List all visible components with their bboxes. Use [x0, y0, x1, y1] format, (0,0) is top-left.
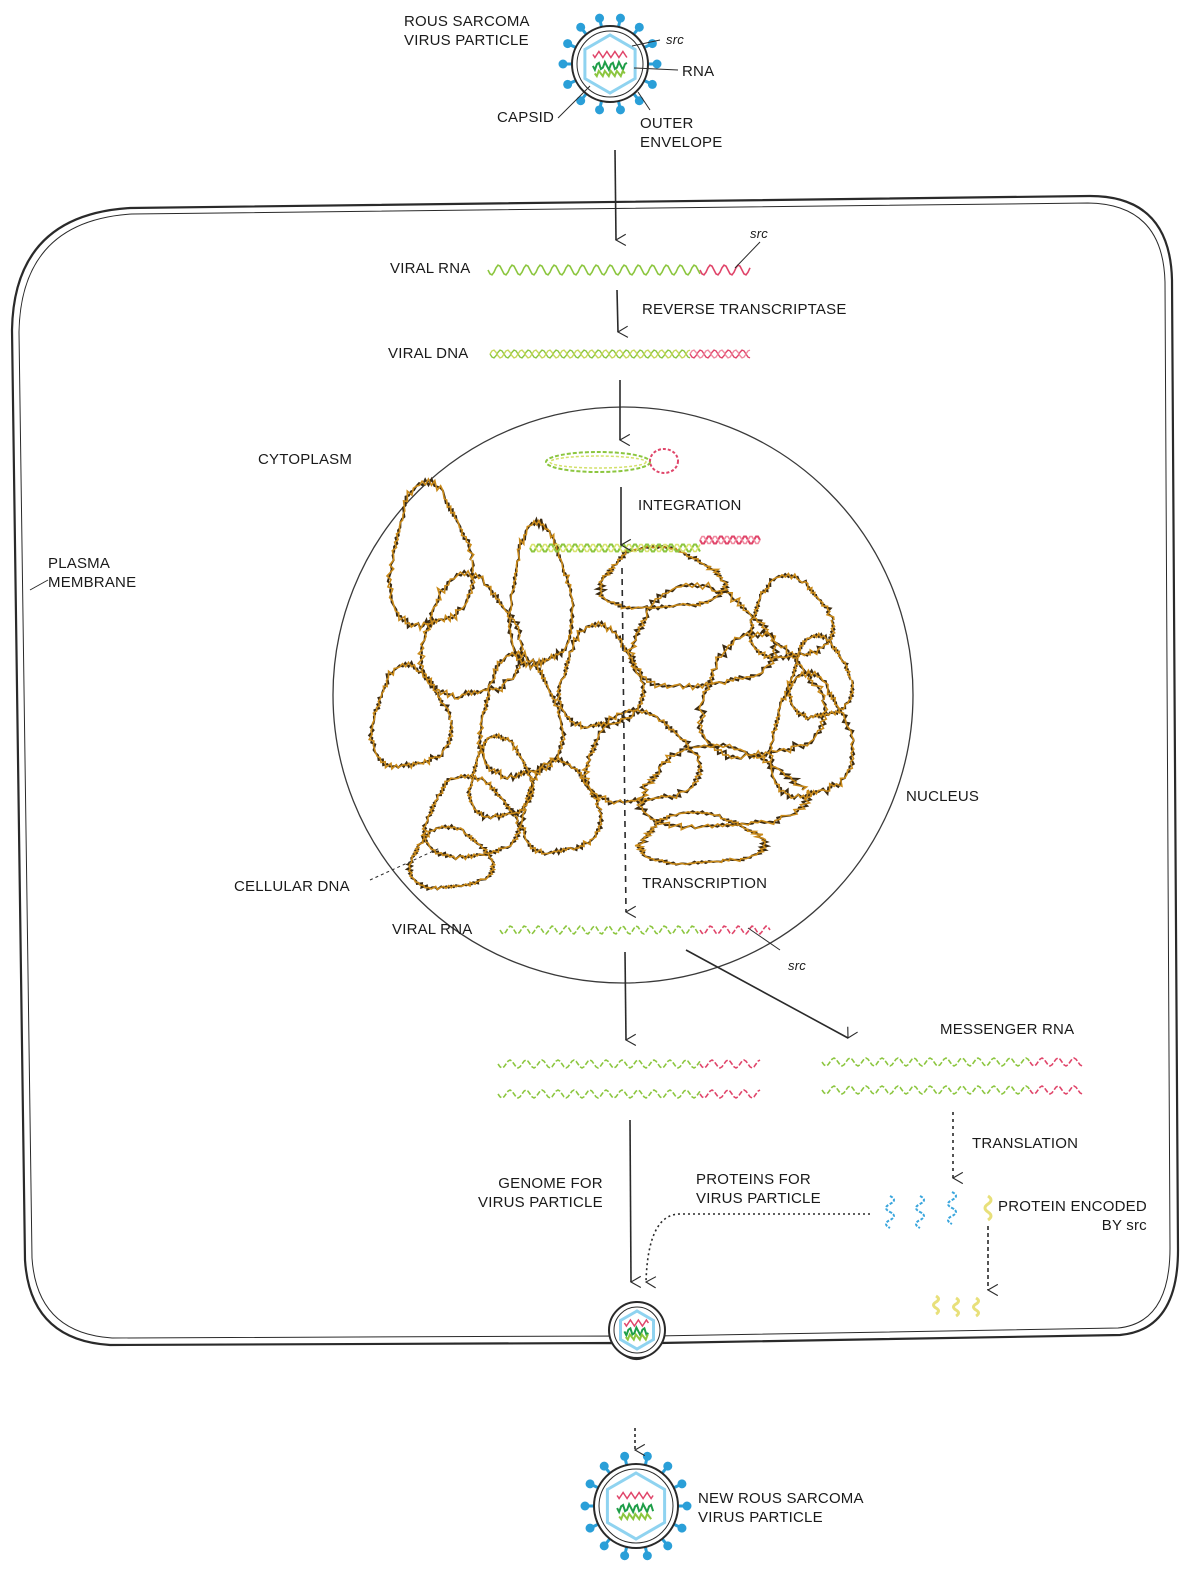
src-protein-at-membrane-3	[974, 1298, 979, 1316]
label-cytoplasm: CYTOPLASM	[258, 450, 352, 469]
rous-sarcoma-virus-particle-icon	[559, 14, 662, 115]
leader-lines	[30, 40, 780, 950]
label-reverse-transcriptase: REVERSE TRANSCRIPTASE	[642, 300, 847, 319]
label-src-bottom: src	[788, 956, 806, 975]
arrow-transcription	[622, 568, 626, 912]
label-protein-encoded-by-src: PROTEIN ENCODED BY src	[998, 1197, 1147, 1235]
label-capsid: CAPSID	[497, 108, 554, 127]
viral-dna-strand	[490, 350, 750, 358]
cellular-dna-tangle	[369, 479, 854, 890]
label-new-rous-sarcoma-virus-particle: NEW ROUS SARCOMA VIRUS PARTICLE	[698, 1489, 864, 1527]
arrow-genome-to-membrane	[630, 1120, 631, 1282]
label-messenger-rna: MESSENGER RNA	[940, 1020, 1074, 1039]
viral-protein-3	[948, 1192, 956, 1224]
label-nucleus: NUCLEUS	[906, 787, 979, 806]
label-proteins-for-virus-particle: PROTEINS FOR VIRUS PARTICLE	[696, 1170, 821, 1208]
arrow-reverse-transcriptase	[617, 290, 618, 332]
arrow-entry	[615, 150, 616, 240]
mrna-strand-1	[822, 1058, 1082, 1066]
nucleus-envelope	[333, 407, 913, 983]
viral-protein-1	[886, 1196, 894, 1228]
viral-protein-2	[916, 1196, 924, 1228]
label-src-viral-rna: src	[750, 224, 768, 243]
label-cellular-dna: CELLULAR DNA	[234, 877, 350, 896]
label-genome-for-virus-particle: GENOME FOR VIRUS PARTICLE	[478, 1174, 603, 1212]
label-viral-rna-top: VIRAL RNA	[390, 259, 470, 278]
mrna-strand-2	[822, 1086, 1082, 1094]
label-viral-rna-bottom: VIRAL RNA	[392, 920, 472, 939]
genome-rna-strand-1	[498, 1060, 760, 1068]
label-outer-envelope: OUTER ENVELOPE	[640, 114, 722, 152]
label-translation: TRANSLATION	[972, 1134, 1078, 1153]
label-transcription: TRANSCRIPTION	[642, 874, 767, 893]
new-rous-sarcoma-virus-particle-icon	[581, 1452, 692, 1560]
viral-rna-strand-top	[488, 265, 750, 275]
src-protein-at-membrane-2	[954, 1298, 959, 1316]
src-protein	[985, 1196, 991, 1220]
translated-proteins	[886, 1192, 991, 1316]
viral-rna-strand-nucleus	[500, 926, 770, 934]
circular-viral-dna	[546, 449, 678, 473]
arrow-proteins-to-membrane	[646, 1214, 870, 1282]
arrow-to-genome-rna	[625, 952, 626, 1040]
label-plasma-membrane: PLASMA MEMBRANE	[48, 554, 136, 592]
genome-rna-strand-2	[498, 1090, 760, 1098]
arrow-to-mrna	[686, 950, 848, 1038]
src-protein-at-membrane-1	[934, 1296, 939, 1314]
label-integration: INTEGRATION	[638, 496, 742, 515]
label-rous-sarcoma-virus-particle: ROUS SARCOMA VIRUS PARTICLE	[404, 12, 530, 50]
label-viral-dna: VIRAL DNA	[388, 344, 468, 363]
label-rna: RNA	[682, 62, 714, 81]
budding-virus-icon	[609, 1302, 665, 1358]
nucleic-acid-strands	[488, 265, 1082, 1098]
label-src-top: src	[666, 30, 684, 49]
